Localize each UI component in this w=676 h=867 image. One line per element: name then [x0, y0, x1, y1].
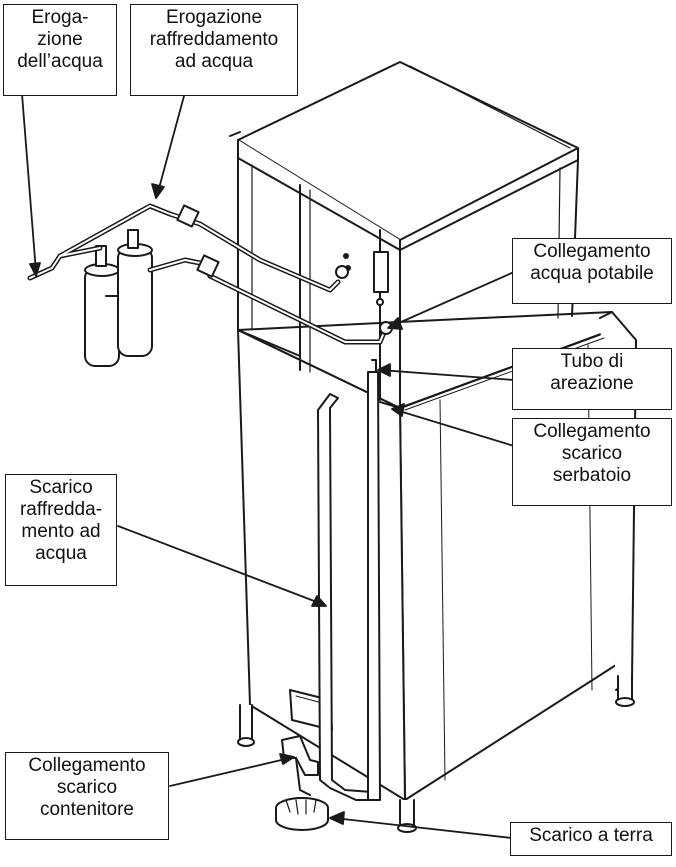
label-line: scarico: [56, 777, 118, 798]
label-line: Collegamento: [533, 241, 651, 262]
label-line: Collegamento: [28, 755, 146, 776]
label-scarico-serbatoio: Collegamento scarico serbatoio: [512, 418, 672, 506]
label-line: Eroga-: [31, 7, 89, 28]
floor-drain: [275, 797, 329, 831]
label-line: areazione: [550, 373, 634, 394]
label-line: acqua potabile: [530, 263, 654, 284]
label-line: raffredda-: [19, 499, 103, 520]
label-line: ad acqua: [174, 51, 254, 72]
label-erogazione-raffreddamento: Erogazione raffreddamento ad acqua: [130, 4, 298, 96]
label-line: scarico: [561, 443, 623, 464]
label-erogazione-acqua: Eroga- zione dell’acqua: [3, 4, 117, 96]
label-line: serbatoio: [552, 465, 632, 486]
callout-arrows: [21, 93, 515, 839]
label-scarico-raffreddamento: Scarico raffredda- mento ad acqua: [5, 474, 117, 586]
label-line: Scarico a terra: [529, 825, 653, 846]
label-line: raffreddamento: [149, 29, 279, 50]
label-scarico-terra: Scarico a terra: [510, 822, 672, 856]
label-line: mento ad: [21, 521, 101, 542]
label-line: Erogazione: [165, 7, 263, 28]
label-line: acqua: [35, 543, 87, 564]
drain-pipes: [281, 359, 381, 801]
label-line: Scarico: [29, 477, 93, 498]
label-line: Collegamento: [533, 421, 651, 442]
pipe-fittings: [176, 204, 393, 335]
label-line: Tubo di: [560, 351, 624, 372]
label-line: contenitore: [39, 799, 134, 820]
label-line: zione: [37, 29, 83, 50]
label-tubo-areazione: Tubo di areazione: [512, 348, 672, 410]
label-line: dell’acqua: [17, 51, 103, 72]
label-scarico-contenitore: Collegamento scarico contenitore: [5, 752, 169, 840]
water-filters: [84, 229, 153, 367]
label-acqua-potabile: Collegamento acqua potabile: [512, 238, 672, 304]
